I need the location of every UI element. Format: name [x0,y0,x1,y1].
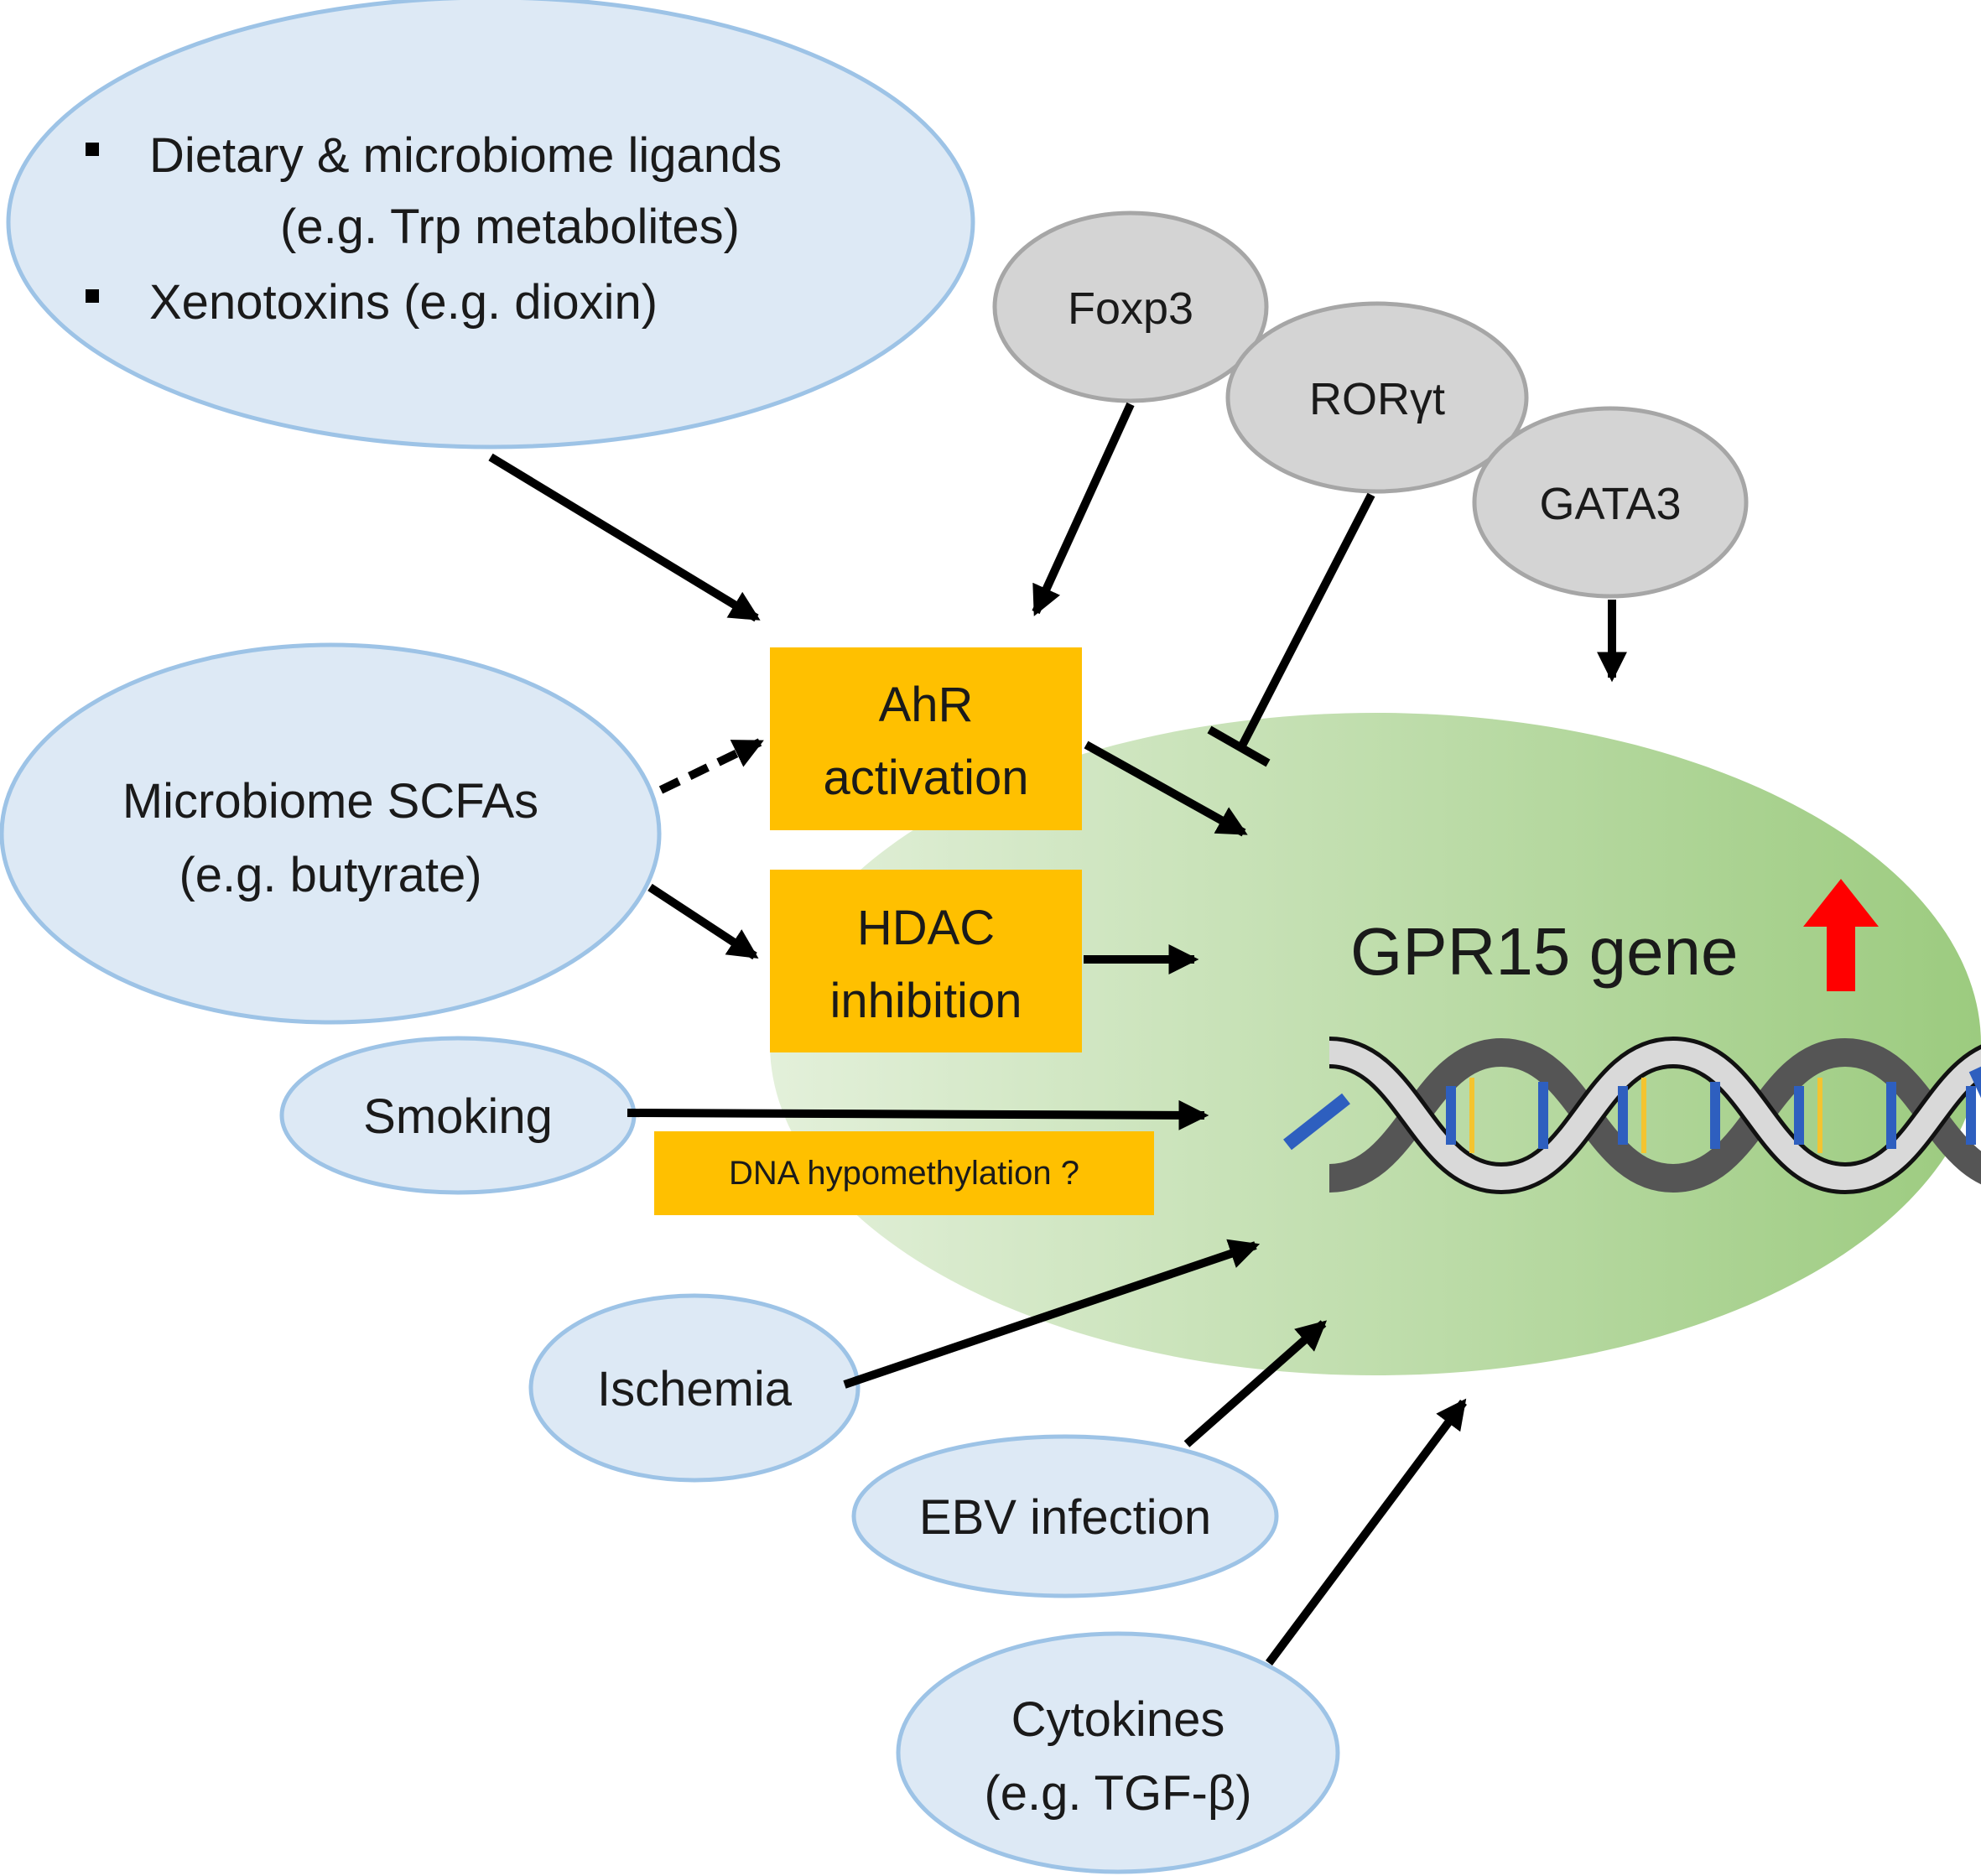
ischemia-label: Ischemia [597,1362,793,1416]
square-bullet-icon [86,143,99,156]
smoking-node: Smoking [279,1036,637,1195]
ahr-line2: activation [823,751,1028,805]
dietary-bullet1-line2: (e.g. Trp metabolites) [280,200,740,254]
arrow-ischemia-to-gene [843,1239,1261,1389]
ebv-infection-node: EBV infection [851,1434,1279,1598]
hdac-line2: inhibition [830,974,1022,1028]
cytokines-node: Cytokines (e.g. TGF-β) [896,1631,1340,1874]
dietary-bullet1-line1: Dietary & microbiome ligands [149,128,782,183]
rorgt-node: RORγt [1225,301,1529,494]
inhibit-rorgt-bar [1207,725,1271,767]
rorgt-label: RORγt [1309,374,1445,424]
hdac-line1: HDAC [857,901,995,955]
arrow-ebv-to-gene [1183,1320,1328,1447]
ebv-label: EBV infection [919,1490,1211,1545]
scfa-node: Microbiome SCFAs (e.g. butyrate) [0,642,662,1025]
gata3-label: GATA3 [1539,479,1681,529]
gata3-node: GATA3 [1472,406,1749,599]
ischemia-node: Ischemia [528,1293,861,1483]
inhibit-rorgt-to-gene [1235,492,1375,753]
arrow-smoking-to-gene [627,1099,1209,1130]
dna-hypomethylation-label: DNA hypomethylation ? [729,1155,1079,1192]
cytokines-line1: Cytokines [1011,1692,1225,1747]
arrow-dietary-to-ahr [488,453,761,622]
dietary-ligands-node: Dietary & microbiome ligands (e.g. Trp m… [6,0,975,450]
ahr-activation-box: AhR activation [770,647,1082,830]
gene-label: GPR15 gene [1350,914,1739,989]
arrow-cytokines-to-gene [1265,1398,1468,1666]
arrow-scfa-to-ahr-dashed [658,738,764,794]
square-bullet-icon [86,289,99,303]
arrow-foxp3-to-ahr [1032,402,1135,616]
ahr-line1: AhR [879,678,974,732]
smoking-label: Smoking [363,1089,553,1144]
dna-base-pairs [1446,1078,1976,1153]
arrows [488,402,1627,1666]
arrow-ahr-to-gene [1084,741,1248,837]
foxp3-node: Foxp3 [992,210,1269,403]
hdac-inhibition-box: HDAC inhibition [770,870,1082,1052]
up-arrow-icon [1803,879,1879,991]
arrow-scfa-to-hdac [647,883,759,960]
dna-hypomethylation-box: DNA hypomethylation ? [654,1131,1154,1215]
scfa-line2: (e.g. butyrate) [179,848,481,902]
foxp3-label: Foxp3 [1068,283,1193,334]
dna-helix-icon [1283,1036,1981,1195]
dna-end-left [1283,1093,1350,1151]
dietary-bullet2: Xenotoxins (e.g. dioxin) [149,275,658,330]
dna-end-right [1968,1066,1981,1099]
cytokines-line2: (e.g. TGF-β) [984,1766,1251,1821]
scfa-line1: Microbiome SCFAs [122,774,538,829]
